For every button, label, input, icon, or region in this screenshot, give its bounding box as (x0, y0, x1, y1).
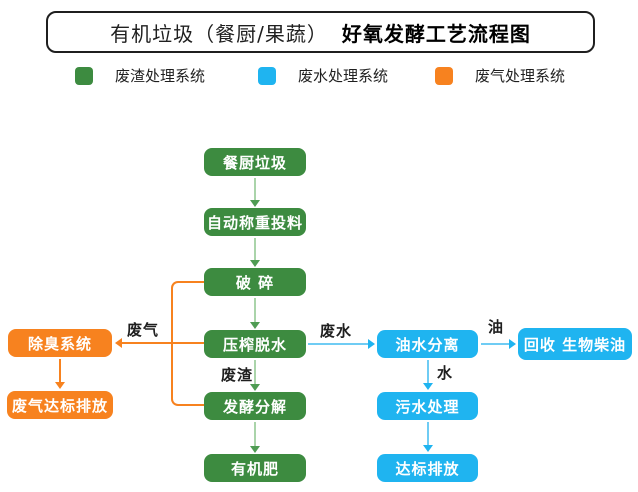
edge-label-oil: 油 (488, 318, 505, 336)
node-crushing: 破 碎 (204, 268, 306, 296)
legend-item-gas: 废气处理系统 (435, 66, 565, 85)
legend-label: 废气处理系统 (475, 67, 566, 85)
arrow-oilwater-to-biodiesel (481, 343, 511, 345)
title-subject: 有机垃圾（餐厨/果蔬） (110, 21, 328, 46)
node-auto-weighing: 自动称重投料 (204, 208, 306, 236)
arrowhead-down-icon (423, 445, 433, 452)
legend-item-water: 废水处理系统 (258, 66, 388, 85)
node-deodorization: 除臭系统 (8, 329, 112, 357)
arrow-press-to-oilwater (308, 343, 370, 345)
node-sewage-treatment: 污水处理 (377, 392, 478, 420)
arrow-gas-to-deodorization (122, 342, 204, 344)
arrow-kitchen-to-weighing (254, 178, 256, 201)
arrow-weighing-to-crushing (254, 238, 256, 261)
arrowhead-down-icon (250, 260, 260, 267)
legend-swatch-green (75, 66, 93, 85)
arrowhead-left-icon (115, 338, 122, 348)
edge-label-water: 水 (437, 364, 454, 382)
arrow-deodorization-to-gas-discharge (59, 359, 61, 383)
node-biodiesel-recovery: 回收 生物柴油 (518, 328, 632, 360)
node-press-dewatering: 压榨脱水 (204, 330, 306, 358)
edge-label-waste-residue: 废渣 (221, 366, 254, 384)
arrowhead-down-icon (423, 383, 433, 390)
legend-swatch-orange (435, 66, 453, 85)
arrowhead-right-icon (368, 339, 375, 349)
legend-swatch-blue (258, 66, 276, 85)
arrow-press-to-fermentation (254, 360, 256, 385)
arrowhead-down-icon (250, 446, 260, 453)
legend-label: 废水处理系统 (298, 67, 389, 85)
arrowhead-down-icon (250, 200, 260, 207)
arrow-crushing-to-press (254, 298, 256, 323)
node-fermentation: 发酵分解 (204, 392, 306, 420)
arrow-oilwater-to-sewage (427, 360, 429, 384)
node-organic-fertilizer: 有机肥 (204, 454, 306, 482)
node-gas-standard-discharge: 废气达标排放 (7, 391, 113, 419)
arrowhead-down-icon (55, 382, 65, 389)
node-oil-water-separation: 油水分离 (377, 330, 478, 358)
arrowhead-down-icon (250, 384, 260, 391)
legend-item-residue: 废渣处理系统 (75, 66, 205, 85)
arrowhead-down-icon (250, 322, 260, 329)
edge-label-waste-gas: 废气 (127, 321, 160, 339)
arrowhead-right-icon (509, 339, 516, 349)
node-kitchen-waste: 餐厨垃圾 (204, 148, 306, 176)
edge-label-waste-water: 废水 (320, 322, 353, 340)
arrow-sewage-to-discharge (427, 422, 429, 446)
title-process: 好氧发酵工艺流程图 (341, 21, 531, 46)
node-standard-discharge: 达标排放 (377, 454, 478, 482)
arrow-fermentation-to-fertilizer (254, 422, 256, 447)
legend-label: 废渣处理系统 (115, 67, 206, 85)
diagram-title: 有机垃圾（餐厨/果蔬） 好氧发酵工艺流程图 (46, 11, 595, 53)
